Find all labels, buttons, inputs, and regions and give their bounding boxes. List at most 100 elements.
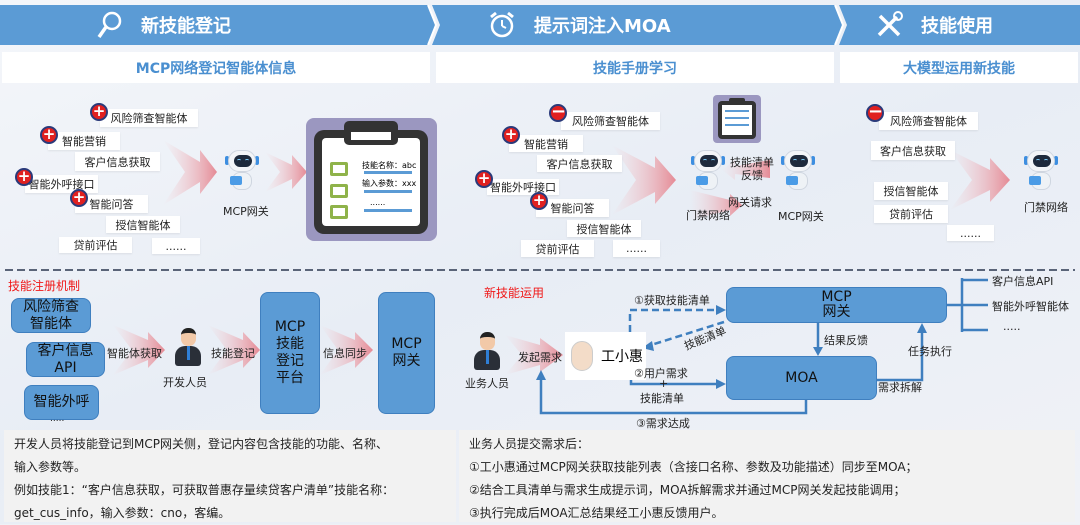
note-line: 业务人员提交需求后：: [469, 437, 590, 451]
note-line: ③执行完成后MOA汇总结果经工小惠反馈用户。: [469, 506, 724, 520]
plus-icon: +: [530, 192, 548, 210]
skill-tag: ......: [947, 225, 994, 241]
plus-icon: +: [90, 103, 108, 121]
task-exec-label: 任务执行: [908, 345, 952, 358]
plus-icon: +: [70, 189, 88, 207]
target-label: .....: [1003, 320, 1021, 333]
request-label: 网关请求: [728, 196, 772, 209]
header-chevrons: [0, 5, 1080, 45]
skill-tag: 贷前评估: [521, 240, 594, 257]
plus-icon: +: [40, 126, 58, 144]
step-prompt-inject-moa: 提示词注入MOA: [488, 5, 671, 45]
skill-tag: 智能外呼接口: [25, 175, 98, 193]
feedback-label: 技能清单 反馈: [730, 156, 774, 182]
decompose-label: 需求拆解: [878, 381, 922, 394]
source-box: 客户信息 API: [26, 342, 105, 377]
robot-icon: [778, 150, 818, 192]
plus-icon: +: [475, 170, 493, 188]
right-note: 业务人员提交需求后： ①工小惠通过MCP网关获取技能列表（含接口名称、参数及功能…: [459, 430, 1075, 522]
minus-icon: −: [866, 101, 884, 122]
subtitle-skill-manual: 技能手册学习: [436, 52, 834, 83]
skill-tag: 智能问答: [75, 195, 148, 213]
skill-tag: 风险筛查智能体: [879, 112, 978, 130]
plus-label: +: [659, 377, 669, 390]
step1-label: ①获取技能清单: [634, 294, 710, 307]
result-feedback-label: 结果反馈: [824, 334, 868, 347]
robot-label: 门禁网络: [1024, 201, 1068, 214]
skill-tag: ......: [152, 238, 200, 254]
step-skill-usage: 技能使用: [875, 5, 993, 45]
check-icon: [330, 184, 348, 198]
target-label: 智能外呼智能体: [992, 300, 1069, 313]
minus-icon: −: [549, 101, 567, 122]
developer-avatar: [175, 328, 201, 366]
step2-label: ②用户需求: [634, 367, 688, 380]
check-icon: [330, 162, 348, 176]
clipboard-line: 输入参数：xxx: [362, 179, 417, 188]
source-box: 风险筛查 智能体: [11, 298, 91, 333]
skill-tag: 授信智能体: [874, 182, 948, 200]
arrow-label: 信息同步: [323, 347, 367, 360]
mcp-gateway-box: MCP 网关: [726, 287, 947, 323]
check-icon: [330, 205, 348, 219]
skill-tag: 风险筛查智能体: [100, 109, 198, 127]
skill-tag: 智能外呼接口: [487, 179, 559, 195]
arrow-label: 智能体获取: [107, 347, 162, 360]
step-label: 技能使用: [921, 16, 993, 37]
assistant-name: 工小惠: [601, 349, 643, 365]
skill-tag: 智能营销: [48, 132, 120, 150]
step2-skill-list-label: 技能清单: [640, 392, 684, 405]
mcp-gateway-box: MCP 网关: [378, 292, 435, 414]
skill-tag: 智能问答: [536, 199, 609, 217]
developer-label: 开发人员: [163, 376, 207, 389]
target-label: 客户信息API: [992, 275, 1054, 288]
left-note: 开发人员将技能登记到MCP网关侧，登记内容包含技能的功能、名称、 输入参数等。 …: [4, 430, 456, 522]
skill-tag: 授信智能体: [106, 216, 180, 233]
clipboard-icon: 技能名称：abc 输入参数：xxx ......: [306, 118, 437, 241]
skill-tag: 客户信息获取: [537, 155, 622, 172]
skill-tag: 客户信息获取: [75, 152, 160, 171]
skill-tag: 客户信息获取: [871, 141, 955, 160]
subtitle-llm-use: 大模型运用新技能: [840, 52, 1078, 83]
robot-label: MCP网关: [778, 210, 824, 223]
note-line: get_cus_info，输入参数：cno，客编。: [14, 506, 231, 520]
section-title-register: 技能注册机制: [8, 279, 81, 293]
step-label: 新技能登记: [141, 16, 231, 37]
assistant-card: 工小惠: [565, 332, 646, 380]
step3-label: ③需求达成: [636, 417, 690, 430]
note-line: ②结合工具清单与需求生成提示词，MOA拆解需求并通过MCP网关发起技能调用；: [469, 483, 906, 497]
clipboard-line: ......: [370, 198, 386, 207]
note-line: ①工小惠通过MCP网关获取技能列表（含接口名称、参数及功能描述）同步至MOA；: [469, 460, 918, 474]
robot-label: MCP网关: [223, 205, 269, 218]
skill-tag: 贷前评估: [874, 205, 948, 223]
skill-tag: ......: [613, 240, 660, 257]
business-user-label: 业务人员: [465, 377, 509, 390]
source-box: 智能外呼: [24, 385, 99, 420]
robot-icon: [222, 150, 262, 192]
arrow-label: 技能登记: [211, 347, 255, 360]
step-label: 提示词注入MOA: [534, 16, 671, 37]
plus-icon: +: [502, 126, 520, 144]
clipboard-icon: [713, 95, 761, 143]
business-user-avatar: [474, 332, 500, 370]
skill-tag: 风险筛查智能体: [561, 112, 660, 130]
skill-tag: 授信智能体: [567, 220, 641, 237]
robot-icon: [688, 150, 728, 192]
clipboard-line: 技能名称：abc: [362, 161, 417, 170]
skill-tag: 智能营销: [509, 135, 583, 152]
moa-box: MOA: [726, 356, 877, 400]
robot-icon: [1021, 150, 1061, 192]
initiate-label: 发起需求: [518, 351, 562, 364]
subtitle-mcp-register: MCP网络登记智能体信息: [2, 52, 430, 83]
plus-icon: +: [15, 168, 33, 186]
assistant-avatar: [571, 341, 593, 371]
note-line: 开发人员将技能登记到MCP网关侧，登记内容包含技能的功能、名称、: [14, 437, 388, 451]
mcp-registration-platform: MCP 技能 登记 平台: [260, 292, 320, 414]
magnifier-icon: [95, 11, 123, 39]
skill-tag: 贷前评估: [59, 237, 132, 253]
note-line: 例如技能1：“客户信息获取，可获取普惠存量续贷客户清单”技能名称：: [14, 483, 395, 497]
robot-label: 门禁网络: [686, 209, 730, 222]
step-new-skill-registration: 新技能登记: [95, 5, 231, 45]
tools-icon: [875, 11, 903, 39]
